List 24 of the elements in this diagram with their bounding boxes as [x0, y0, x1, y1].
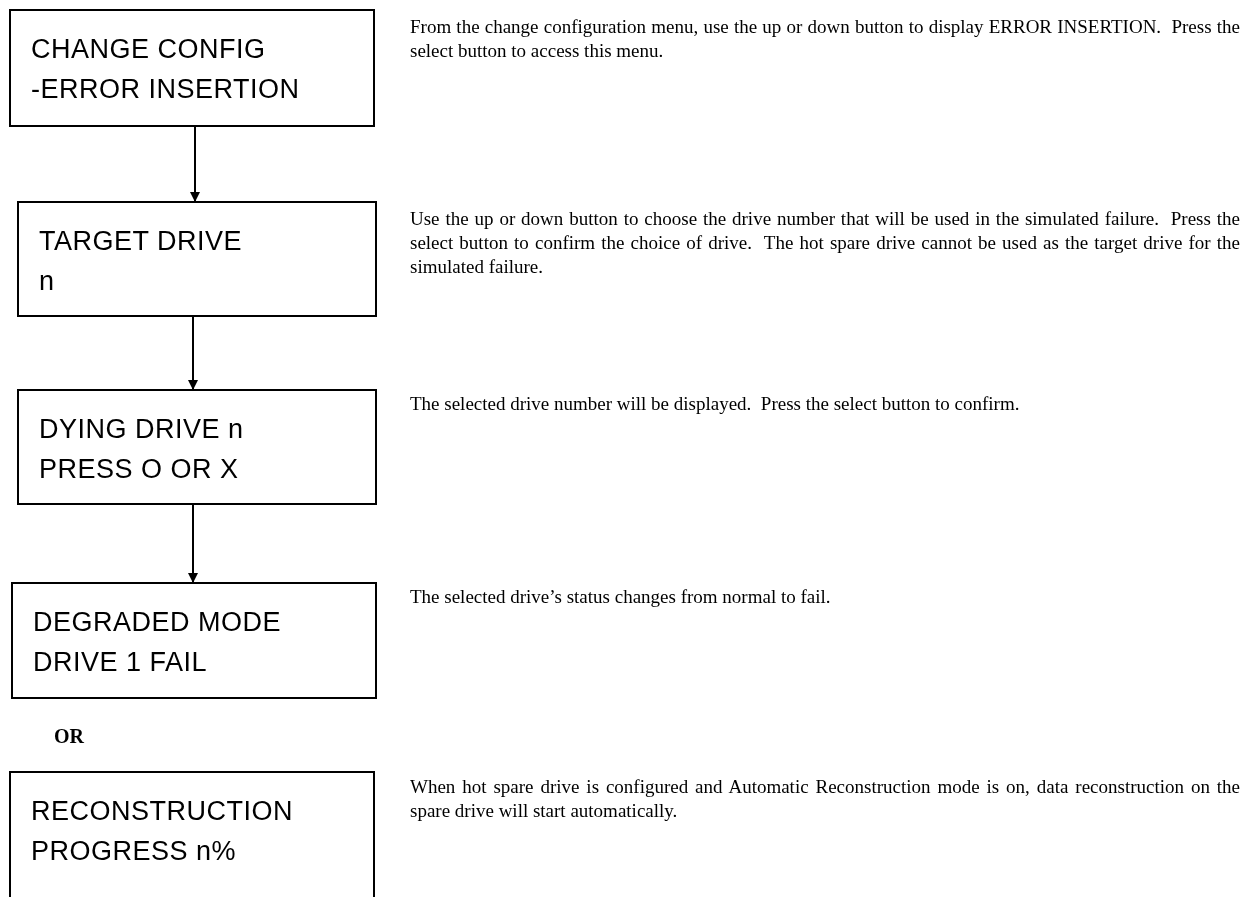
description-text: The selected drive number will be displayed. Press the select button to confirm. — [410, 392, 1021, 416]
display-text: DRIVE 1 FAIL — [33, 646, 208, 679]
display-box — [11, 582, 377, 699]
display-box — [9, 771, 375, 897]
display-text: n — [39, 265, 55, 298]
display-box — [9, 9, 375, 127]
description-text: From the change configuration menu, use the up or down button to display ERROR INSERTION. Press the select button to access this menu. — [410, 15, 1240, 63]
arrow — [190, 126, 200, 202]
display-text: TARGET DRIVE — [39, 225, 243, 258]
display-text: PROGRESS n% — [31, 835, 237, 868]
arrow — [188, 316, 198, 390]
display-text: DEGRADED MODE — [33, 606, 282, 639]
display-text: DYING DRIVE n — [39, 413, 244, 446]
display-box — [17, 389, 377, 505]
display-text: PRESS O OR X — [39, 453, 239, 486]
display-text: RECONSTRUCTION — [31, 795, 293, 828]
description-text: Use the up or down button to choose the drive number that will be used in the simulated failure. Press the select button to confirm the choice of drive. The hot spare drive cannot be used as the target drive for the simulated failure. — [410, 207, 1240, 279]
display-text: -ERROR INSERTION — [31, 73, 300, 106]
display-text: CHANGE CONFIG — [31, 33, 266, 66]
arrow — [188, 504, 198, 583]
or-label: OR — [54, 724, 84, 748]
description-text: The selected drive’s status changes from normal to fail. — [410, 585, 832, 609]
description-text: When hot spare drive is configured and Automatic Reconstruction mode is on, data reconstruction on the spare drive will start automatically. — [410, 775, 1240, 823]
display-box — [17, 201, 377, 317]
